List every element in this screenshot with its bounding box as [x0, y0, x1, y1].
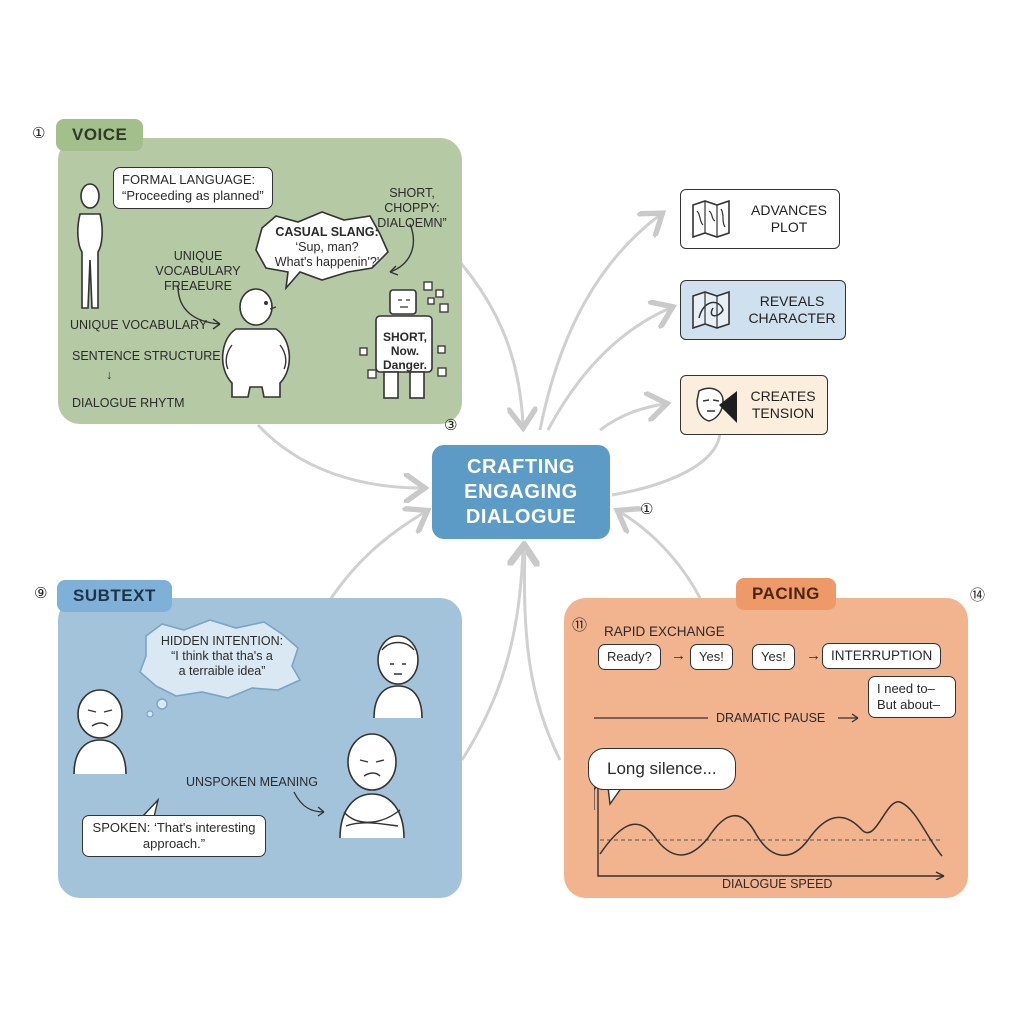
number-marker: ③ — [444, 417, 458, 434]
down-arrow: ↓ — [106, 368, 113, 382]
arrow-center-to-plot — [538, 215, 660, 431]
robot-text-line: Now. — [390, 344, 420, 358]
bubble-text: ‘Sup, man? — [295, 240, 359, 254]
arms-crossed-person-icon — [339, 733, 405, 839]
thought-text: a terraible idea” — [178, 664, 266, 678]
casual-slang-text: CASUAL SLANG: ‘Sup, man? What's happenin… — [272, 225, 382, 270]
dramatic-pause-line — [594, 713, 859, 723]
interrupted-speech-bubble: I need to– But about– — [868, 676, 956, 718]
outcome-advances-plot: ADVANCES PLOT — [680, 189, 840, 249]
short-choppy-label: SHORT, CHOPPY: DIALOEMN” — [362, 186, 462, 231]
bubble-text: But about– — [877, 697, 940, 712]
bubble-text: FORMAL LANGUAGE: — [122, 172, 256, 187]
voice-title: VOICE — [56, 119, 144, 151]
curved-arrow-icon — [389, 223, 414, 276]
hidden-intention-text: HIDDEN INTENTION: “I think that tha's a … — [152, 634, 292, 679]
bubble-text: approach.” — [142, 836, 206, 851]
arrow-pacing-to-center-right — [620, 512, 702, 599]
outcome-text: REVEALS — [759, 293, 825, 309]
thought-text: “I think that tha's a — [171, 649, 273, 663]
long-silence-bubble: Long silence... — [588, 748, 736, 790]
center-node: CRAFTING ENGAGING DIALOGUE — [432, 445, 610, 539]
thought-cloud-shape — [139, 619, 302, 718]
outcome-reveals-character: REVEALS CHARACTER — [680, 280, 846, 340]
person-looking-icon — [373, 635, 423, 719]
speech-bubble-yes: Yes! — [752, 644, 795, 670]
dramatic-pause-label: DRAMATIC PAUSE — [716, 711, 826, 725]
arrow-voice-to-center-top — [458, 261, 523, 425]
label-text: UNIQUE VOCABULARY — [155, 249, 241, 278]
bubble-tail — [141, 798, 160, 818]
face-spotlight-icon — [696, 387, 737, 423]
pacing-title: PACING — [736, 578, 836, 610]
number-marker: ① — [640, 501, 654, 518]
center-line: DIALOGUE — [465, 505, 577, 528]
arrow-right: → — [671, 647, 686, 664]
arrow-voice-to-center — [256, 423, 422, 488]
unique-vocab-freq-label: UNIQUE VOCABULARY FREAEURE — [133, 249, 263, 294]
bubble-text: I need to– — [877, 681, 935, 696]
outcome-text: ADVANCES — [751, 202, 827, 218]
round-man-figure-icon — [221, 288, 291, 398]
thought-text: HIDDEN INTENTION: — [160, 634, 284, 648]
number-marker: ⑭ — [970, 587, 986, 604]
label-text: DIALOEMN” — [377, 216, 447, 230]
map-icon — [692, 290, 730, 330]
outcome-creates-tension: CREATES TENSION — [680, 375, 828, 435]
robot-figure-icon — [359, 281, 449, 399]
robot-text-line: SHORT, — [382, 330, 427, 344]
speech-bubble-yes: Yes! — [690, 644, 733, 670]
arrow-subtext-to-center-bottom — [460, 548, 523, 761]
arrow-subtext-to-center — [328, 512, 425, 601]
speed-wave-chart — [594, 783, 945, 880]
map-icon — [692, 199, 730, 239]
woman-figure-icon — [77, 183, 103, 309]
dialogue-rhythm-label: DIALOGUE RHYTM — [72, 396, 185, 410]
speech-bubble-ready: Ready? — [598, 644, 661, 670]
robot-text: SHORT, Now. Danger. — [378, 330, 432, 372]
center-line: CRAFTING — [466, 455, 576, 478]
curved-arrow-icon — [293, 791, 325, 817]
curved-arrow-icon — [177, 285, 221, 330]
sentence-structure-label: SENTENCE STRUCTURE — [72, 349, 221, 363]
bubble-text: What's happenin'?' — [274, 255, 380, 269]
sad-person-icon — [73, 689, 127, 775]
bubble-text: SPOKEN: ‘That's interesting — [92, 820, 256, 835]
unspoken-meaning-label: UNSPOKEN MEANING — [186, 775, 318, 789]
outcome-text: CHARACTER — [748, 310, 836, 326]
label-text: FREAEURE — [163, 279, 233, 293]
center-line: ENGAGING — [464, 480, 578, 503]
outcome-text: CREATES — [750, 388, 816, 404]
outcome-text: TENSION — [751, 405, 815, 421]
bubble-text: CASUAL SLANG: — [275, 225, 379, 239]
number-marker: ⑨ — [34, 585, 48, 602]
outcome-text: PLOT — [770, 219, 808, 235]
bubble-text: “Proceeding as planned” — [122, 188, 264, 203]
rapid-exchange-label: RAPID EXCHANGE — [604, 624, 725, 639]
robot-text-line: Danger. — [382, 358, 427, 372]
arrow-center-to-character — [546, 308, 670, 431]
dialogue-speed-label: DIALOGUE SPEED — [722, 877, 833, 891]
number-marker: ⑪ — [572, 617, 588, 634]
label-text: SHORT, CHOPPY: — [384, 186, 440, 215]
number-marker: ① — [32, 125, 46, 142]
subtext-title: SUBTEXT — [57, 580, 172, 612]
spoken-bubble: SPOKEN: ‘That's interesting approach.” — [82, 815, 266, 857]
bubble-tail — [607, 786, 623, 806]
arrow-right: → — [806, 647, 821, 664]
formal-language-bubble: FORMAL LANGUAGE: “Proceeding as planned” — [113, 167, 273, 209]
unique-vocab-label: UNIQUE VOCABULARY — [70, 318, 208, 332]
casual-slang-bubble-shape — [255, 211, 389, 290]
arrow-pacing-to-center — [524, 548, 562, 761]
interruption-bubble: INTERRUPTION — [822, 643, 942, 669]
arrow-tension-area — [599, 404, 664, 432]
